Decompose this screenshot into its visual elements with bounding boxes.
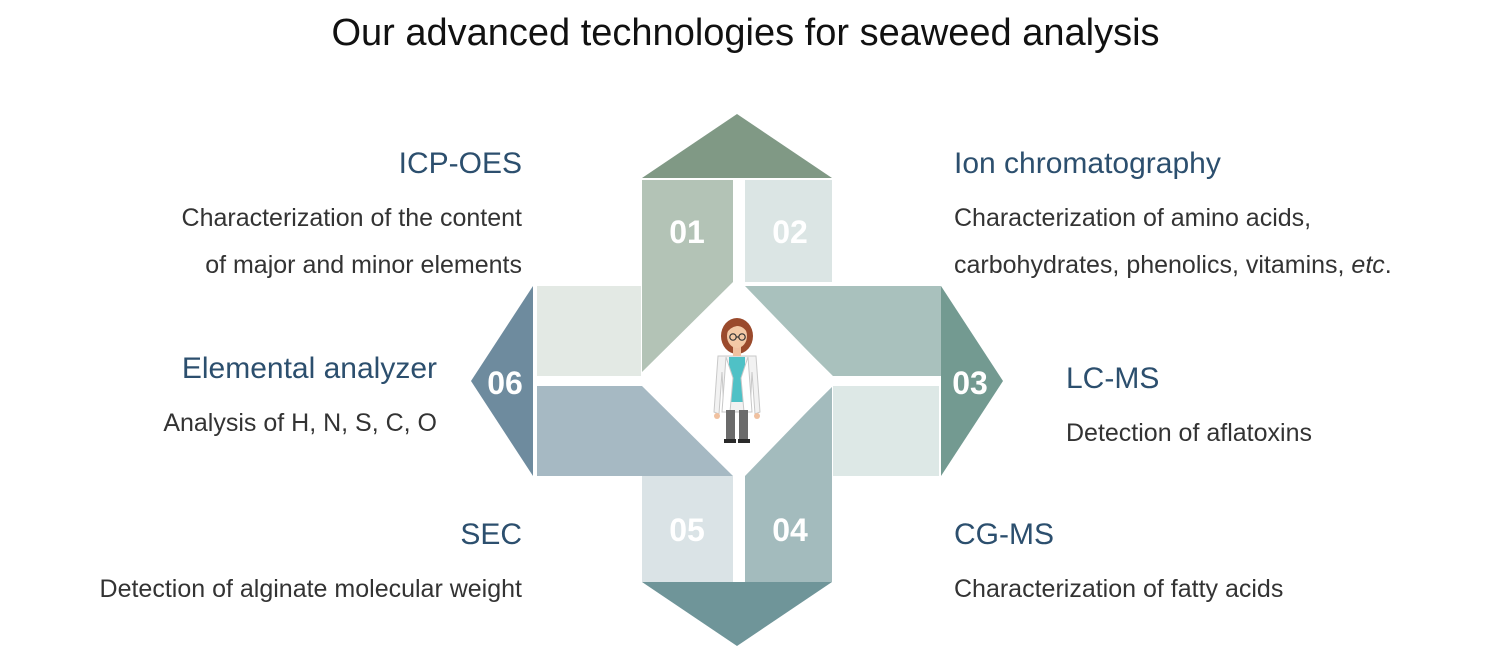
number-04: 04	[772, 512, 808, 548]
tile-05	[642, 476, 733, 582]
sector-02-heading: Ion chromatography	[954, 147, 1221, 180]
sector-02-text: Ion chromatography Characterization of a…	[954, 147, 1392, 289]
sector-05-heading: SEC	[460, 518, 522, 551]
sector-05-text: SEC Detection of alginate molecular weig…	[100, 518, 522, 613]
number-01: 01	[669, 214, 705, 250]
sector-02-line-2-text: carbohydrates, phenolics, vitamins,	[954, 251, 1352, 279]
tile-02	[745, 180, 832, 282]
number-03: 03	[952, 365, 988, 401]
sector-03-text: LC-MS Detection of aflatoxins	[1066, 362, 1312, 457]
sector-06-heading: Elemental analyzer	[181, 352, 437, 385]
sector-03-line-1: Detection of aflatoxins	[1066, 419, 1312, 447]
tile-03	[745, 286, 941, 376]
tile-top-left	[537, 286, 641, 376]
arrow-right	[941, 286, 1003, 476]
number-02: 02	[772, 214, 808, 250]
sector-04-line-1: Characterization of fatty acids	[954, 575, 1284, 603]
arrow-bottom	[642, 582, 832, 646]
tile-01	[642, 180, 733, 372]
scientist-icon	[713, 318, 761, 443]
sector-05-line-1: Detection of alginate molecular weight	[99, 575, 522, 603]
tile-04	[745, 386, 832, 582]
number-05: 05	[669, 512, 705, 548]
sector-02-line-1: Characterization of amino acids,	[954, 204, 1312, 232]
number-06: 06	[487, 365, 523, 401]
sector-03-heading: LC-MS	[1066, 362, 1160, 395]
sector-02-line-2-suffix: .	[1384, 251, 1392, 279]
sector-04-heading: CG-MS	[954, 518, 1054, 551]
sector-02-line-2-italic: etc	[1351, 251, 1385, 279]
sector-04-text: CG-MS Characterization of fatty acids	[954, 518, 1283, 613]
sector-02-line-2: carbohydrates, phenolics, vitamins, etc.	[954, 242, 1392, 289]
tile-bottom-right	[833, 386, 939, 476]
tile-06	[537, 386, 733, 476]
sector-01-heading: ICP-OES	[398, 147, 522, 180]
arrow-left	[471, 286, 533, 476]
page-title: Our advanced technologies for seaweed an…	[331, 12, 1160, 54]
sector-01-line-1: Characterization of the content	[181, 204, 522, 232]
sector-06-text: Elemental analyzer Analysis of H, N, S, …	[163, 352, 437, 447]
sector-01-text: ICP-OES Characterization of the content …	[182, 147, 522, 289]
arrow-top	[642, 114, 832, 178]
sector-01-line-2: of major and minor elements	[205, 251, 522, 279]
sector-06-line-1: Analysis of H, N, S, C, O	[163, 409, 437, 437]
